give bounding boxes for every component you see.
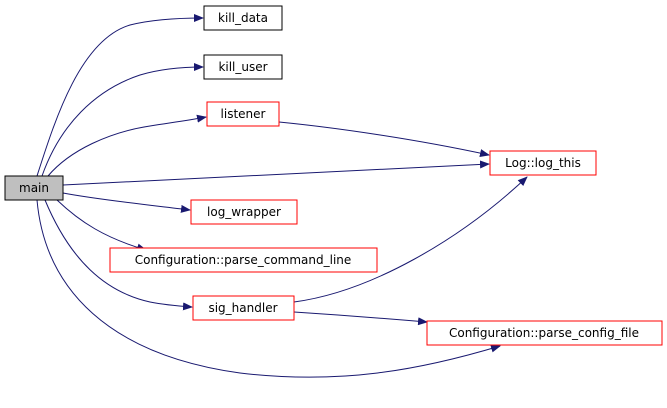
- node-sig-handler-label: sig_handler: [208, 301, 277, 315]
- node-kill-data-label: kill_data: [218, 11, 268, 25]
- node-parse-command-line[interactable]: Configuration::parse_command_line: [109, 247, 378, 273]
- edge-main-sig-handler: [44, 199, 193, 311]
- node-kill-user[interactable]: kill_user: [203, 54, 283, 80]
- node-main-label: main: [19, 181, 49, 195]
- edge-sig-handler-log-this: [293, 176, 528, 303]
- edge-main-listener: [47, 114, 207, 177]
- node-kill-user-label: kill_user: [218, 60, 267, 74]
- node-log-wrapper[interactable]: log_wrapper: [190, 199, 298, 225]
- node-log-this-label: Log::log_this: [505, 156, 581, 170]
- node-log-this[interactable]: Log::log_this: [489, 150, 597, 176]
- node-listener-label: listener: [221, 107, 266, 121]
- node-listener[interactable]: listener: [206, 101, 280, 127]
- node-log-wrapper-label: log_wrapper: [207, 205, 281, 219]
- edge-main-kill-data: [36, 14, 204, 177]
- edge-listener-log-this: [278, 121, 490, 157]
- node-parse-config-file-label: Configuration::parse_config_file: [449, 326, 639, 340]
- node-parse-config-file[interactable]: Configuration::parse_config_file: [426, 320, 663, 346]
- node-parse-command-line-label: Configuration::parse_command_line: [135, 253, 352, 267]
- edge-main-log-this: [62, 160, 490, 186]
- edge-main-parse-config-file: [36, 199, 501, 378]
- edges: [36, 14, 528, 378]
- node-main[interactable]: main: [4, 175, 64, 201]
- edge-main-kill-user: [41, 63, 204, 177]
- node-sig-handler[interactable]: sig_handler: [192, 295, 295, 321]
- edge-main-parse-command-line: [56, 199, 147, 252]
- edge-main-log-wrapper: [62, 192, 191, 213]
- node-kill-data[interactable]: kill_data: [203, 5, 283, 31]
- edge-sig-handler-parse-config-file: [293, 311, 428, 326]
